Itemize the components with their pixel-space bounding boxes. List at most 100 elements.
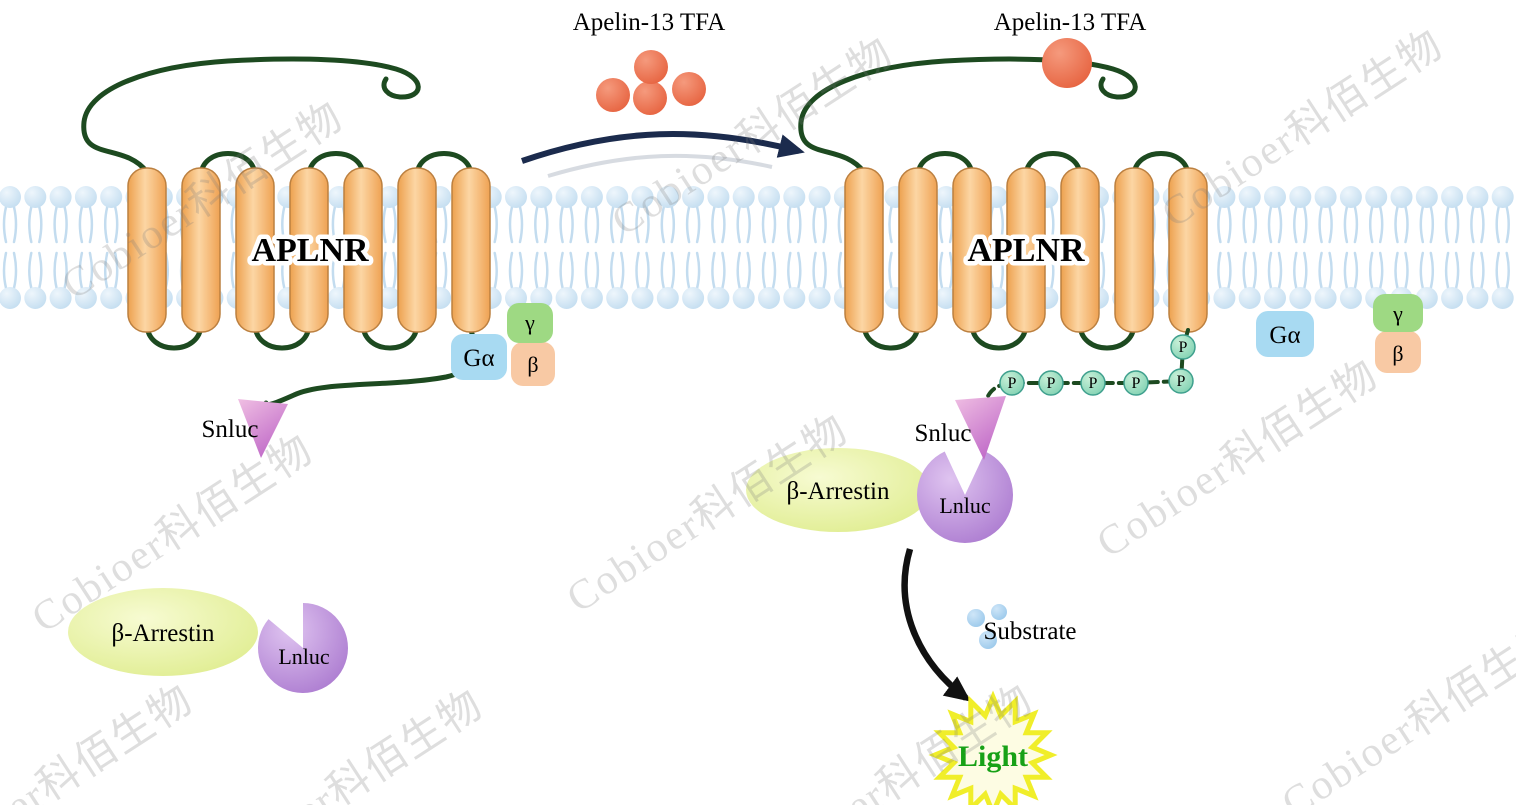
lipid-tail [63, 205, 68, 244]
lipid-tail [382, 205, 387, 244]
tm-helix [1060, 167, 1100, 333]
lipid-tail [569, 205, 574, 244]
tm-helix-bundle-left [127, 167, 491, 333]
lipid-tail [103, 205, 109, 244]
lipid-head [1491, 186, 1514, 208]
lipid-tail [12, 205, 18, 244]
watermark-text: Cobioer科佰生物 [194, 681, 492, 805]
lipid-tail [230, 205, 235, 244]
g-alpha-label: Gα [463, 345, 494, 372]
lipid-tail [1505, 251, 1510, 290]
phospho-site: P [1168, 368, 1194, 394]
lipid-tail [88, 205, 94, 244]
lipid-tail [948, 205, 954, 244]
lipid-tail [1505, 205, 1510, 244]
lipid-head [580, 186, 603, 208]
lipid-tail [645, 251, 650, 290]
lipid-head [1289, 186, 1312, 208]
tm-helix [235, 167, 275, 333]
tm-helix [1114, 167, 1154, 333]
lipid-tail [544, 205, 549, 244]
lipid-tail [1454, 251, 1460, 290]
lipid-tail [2, 205, 8, 244]
gamma-subunit [1373, 294, 1423, 332]
lipid-tail [281, 251, 286, 290]
lipid-head [758, 186, 780, 208]
ligand-molecule [634, 50, 668, 84]
intracellular-loop [144, 321, 204, 351]
phospho-circle [1170, 334, 1196, 360]
lipid-head [1289, 287, 1312, 309]
arrestin-label: β-Arrestin [787, 478, 890, 505]
lipid-tail [1293, 251, 1298, 290]
lipid-tail [88, 251, 94, 290]
phospho-circle [1168, 368, 1194, 394]
lipid-tail [837, 205, 843, 244]
lipid-tail [1480, 205, 1485, 244]
n-terminus-loop [798, 56, 1138, 175]
lipid-head [1339, 186, 1362, 208]
lipid-tail [888, 205, 893, 244]
lipid-head [631, 287, 654, 309]
lipid-head [1213, 287, 1236, 309]
lipid-head [1238, 186, 1261, 208]
lipid-tail [53, 205, 58, 244]
gamma-label: γ [1392, 301, 1403, 326]
lipid-tail [1404, 251, 1409, 290]
lipid-head [24, 186, 47, 208]
lipid-tail [695, 205, 701, 244]
lipid-tail [822, 251, 827, 290]
lipid-tail [38, 205, 43, 244]
lipid-tail [635, 205, 640, 244]
lipid-tail [1328, 251, 1333, 290]
lipid-tail [711, 205, 716, 244]
lipid-tail [761, 251, 767, 290]
lipid-head [1441, 186, 1464, 208]
tm-helix [397, 167, 437, 333]
lipid-tail [736, 205, 741, 244]
lipid-head [707, 287, 730, 309]
lipid-head [1491, 287, 1514, 309]
lipid-head [1466, 186, 1489, 208]
phospho-letter: P [1089, 375, 1098, 392]
phospho-letter: P [1047, 375, 1056, 392]
beta-label: β [527, 352, 538, 377]
lipid-tail [1303, 205, 1308, 244]
g-alpha-subunit [1256, 311, 1314, 357]
lipid-head [1466, 287, 1489, 309]
phospho-circle [1080, 370, 1106, 396]
lipid-tail [1100, 251, 1106, 290]
tm-helix [1006, 167, 1046, 333]
lipid-tail [493, 251, 498, 290]
lipid-tail [746, 251, 751, 290]
phospho-letter: P [1132, 375, 1141, 392]
lipid-head [935, 287, 958, 309]
lipid-tail [594, 251, 600, 290]
phospho-site: P [1080, 370, 1106, 396]
lipid-tail [797, 205, 802, 244]
lipid-tail [113, 205, 119, 244]
g-alpha-subunit [451, 334, 507, 380]
beta-subunit [1375, 331, 1421, 373]
lipid-tail [1444, 251, 1450, 290]
lipid-head [606, 287, 629, 309]
lipid-tail [2, 251, 8, 290]
lipid-head [378, 287, 401, 309]
lipid-head [1213, 186, 1236, 208]
tm-helix [952, 167, 992, 333]
lipid-head [707, 186, 730, 208]
lipid-tail [609, 251, 615, 290]
lipid-tail [594, 205, 600, 244]
lipid-head [24, 287, 47, 309]
apelin-ligand-cluster [596, 50, 706, 115]
lipid-tail [28, 205, 33, 244]
lipid-tail [1252, 251, 1257, 290]
snluc-fragment [955, 396, 1006, 460]
lipid-tail [670, 251, 676, 290]
lipid-head [530, 186, 553, 208]
lipid-tail [1303, 251, 1308, 290]
lipid-tail [1429, 251, 1435, 290]
lipid-head [1339, 287, 1362, 309]
lipid-tail [584, 251, 590, 290]
